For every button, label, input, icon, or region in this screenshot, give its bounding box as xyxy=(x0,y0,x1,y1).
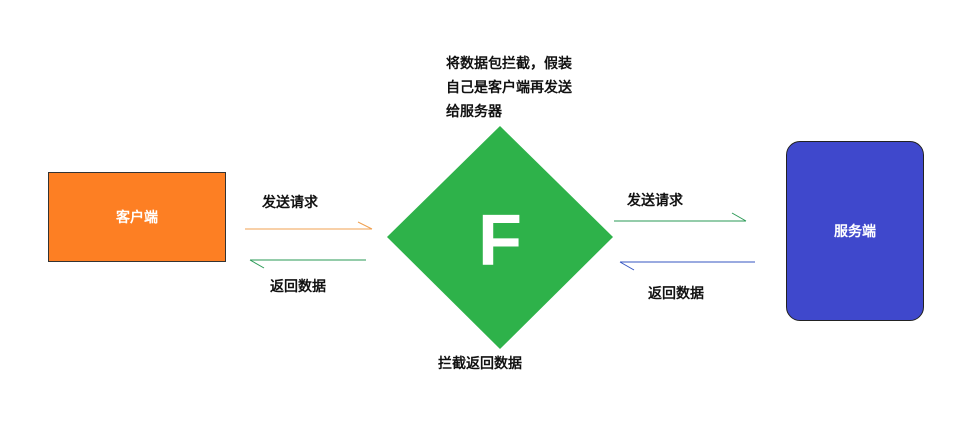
server-box: 服务端 xyxy=(786,141,924,321)
proxy-label: F xyxy=(478,201,522,281)
note-line: 给服务器 xyxy=(446,104,502,120)
left-request-label: 发送请求 xyxy=(262,195,318,211)
left-request-arrow xyxy=(245,221,373,230)
right-response-arrow xyxy=(619,261,755,271)
server-label: 服务端 xyxy=(834,224,876,240)
proxy-diamond xyxy=(387,126,613,349)
note-line: 将数据包拦截，假装 xyxy=(446,56,572,72)
left-response-label: 返回数据 xyxy=(270,279,326,295)
client-label: 客户端 xyxy=(116,210,158,226)
right-request-arrow xyxy=(614,212,747,222)
right-response-label: 返回数据 xyxy=(648,286,704,302)
note-line: 自己是客户端再发送 xyxy=(446,80,572,96)
intercept-note: 将数据包拦截，假装 自己是客户端再发送 给服务器 xyxy=(446,52,572,124)
left-response-arrow xyxy=(249,259,366,269)
client-box: 客户端 xyxy=(48,172,226,262)
bottom-intercept-label: 拦截返回数据 xyxy=(438,356,522,372)
right-request-label: 发送请求 xyxy=(627,193,683,209)
